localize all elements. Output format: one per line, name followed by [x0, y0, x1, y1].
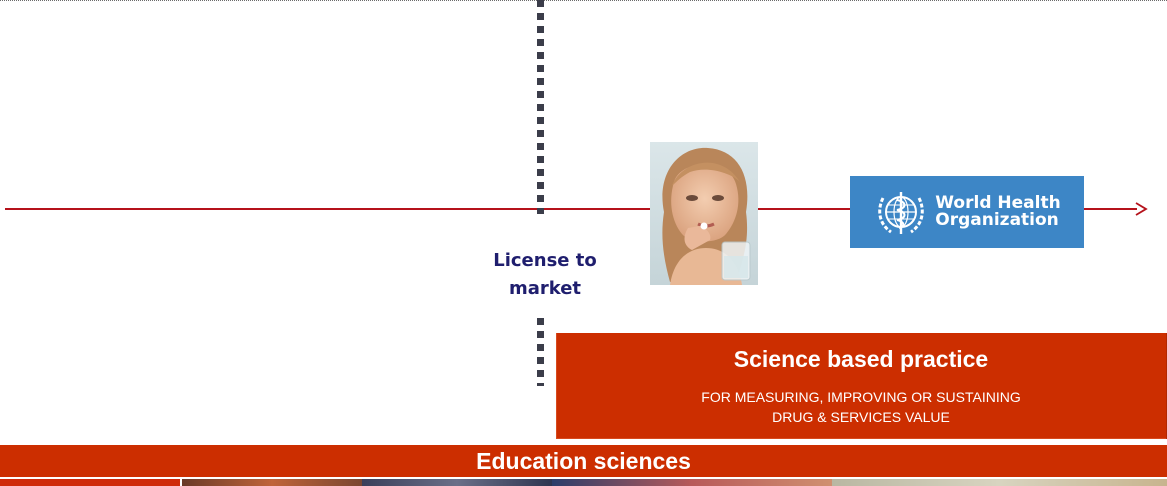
who-text: World Health Organization	[935, 195, 1060, 229]
photo-strip-segment	[0, 479, 180, 486]
photo-strip-segment	[362, 479, 552, 486]
milestone-label-line2: market	[508, 278, 582, 299]
timeline-arrowhead-icon	[1135, 202, 1148, 216]
top-dotted-border	[0, 0, 1167, 1]
milestone-label: License to market	[470, 247, 620, 303]
woman-taking-pill-photo	[650, 142, 758, 285]
who-text-line2: Organization	[935, 210, 1059, 230]
education-sciences-banner: Education sciences	[0, 445, 1167, 477]
milestone-label-line1: License to	[493, 250, 597, 271]
milestone-dotted-line-lower	[537, 318, 544, 386]
practice-box-frame	[556, 333, 1166, 439]
who-logo: World Health Organization	[850, 176, 1084, 248]
who-emblem-icon	[878, 192, 925, 234]
practice-subtitle-line1: FOR MEASURING, IMPROVING OR SUSTAINING	[701, 389, 1021, 405]
practice-subtitle-line2: DRUG & SERVICES VALUE	[772, 409, 950, 425]
milestone-dotted-line-upper	[537, 0, 544, 214]
photo-strip-segment	[180, 479, 182, 486]
science-based-practice-box: Science based practice FOR MEASURING, IM…	[556, 333, 1167, 439]
photo-strip-segment	[832, 479, 1167, 486]
photo-strip-segment	[552, 479, 832, 486]
bottom-photo-strip	[0, 479, 1167, 486]
photo-strip-segment	[182, 479, 362, 486]
who-text-line1: World Health	[935, 193, 1061, 213]
timeline-arrow-line	[5, 208, 1137, 210]
practice-title: Science based practice	[733, 346, 989, 372]
practice-subtitle: FOR MEASURING, IMPROVING OR SUSTAINING D…	[556, 387, 1166, 427]
